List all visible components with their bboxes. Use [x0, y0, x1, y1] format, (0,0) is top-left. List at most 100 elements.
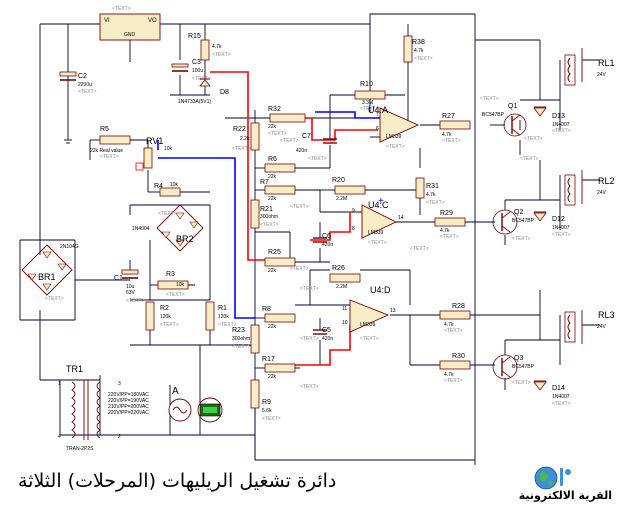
svg-text:GND: GND: [124, 32, 136, 38]
svg-text:22k: 22k: [268, 374, 277, 380]
svg-text:1N4007: 1N4007: [552, 394, 570, 400]
svg-text:R5: R5: [100, 126, 109, 133]
svg-text:<TEXT>: <TEXT>: [480, 96, 499, 102]
svg-text:13: 13: [390, 308, 396, 314]
svg-text:220V/PP=190VAC: 220V/PP=190VAC: [108, 398, 149, 404]
svg-text:R3: R3: [166, 271, 175, 278]
svg-text:U4:C: U4:C: [368, 200, 389, 210]
svg-text:<TEXT>: <TEXT>: [100, 154, 119, 160]
resistor-r32: [269, 113, 306, 123]
svg-text:Q3: Q3: [514, 355, 523, 362]
svg-text:<TEXT>: <TEXT>: [290, 204, 309, 210]
svg-text:8: 8: [352, 226, 355, 232]
potentiometer-rv1: [143, 147, 153, 169]
svg-text:<TEXT>: <TEXT>: [426, 200, 445, 206]
transistor-q2: [492, 209, 518, 235]
svg-text:2.2M: 2.2M: [336, 284, 347, 290]
svg-text:<TEXT>: <TEXT>: [442, 138, 461, 144]
resistor-r21: [250, 199, 260, 229]
svg-text:D13: D13: [552, 113, 565, 120]
svg-text:4: 4: [58, 434, 61, 440]
svg-text:R31: R31: [426, 183, 439, 190]
resistor-r27: [439, 120, 471, 130]
svg-text:D12: D12: [552, 216, 565, 223]
svg-text:BR2: BR2: [176, 234, 194, 244]
svg-text:<TEXT>: <TEXT>: [444, 328, 463, 334]
svg-text:<TEXT>: <TEXT>: [78, 89, 97, 95]
svg-text:R20: R20: [332, 177, 345, 184]
relay-rl3: [564, 311, 576, 343]
resistor-r28: [439, 310, 471, 320]
svg-text:R25: R25: [268, 249, 281, 256]
resistor-r8: [264, 313, 296, 323]
svg-text:22k: 22k: [268, 174, 277, 180]
svg-text:C1: C1: [114, 275, 123, 282]
svg-text:10k: 10k: [164, 146, 173, 152]
resistor-r31: [415, 177, 425, 199]
svg-text:210V/PP=200VAC: 210V/PP=200VAC: [108, 404, 149, 410]
svg-text:22k Real value: 22k Real value: [90, 148, 123, 154]
svg-text:11: 11: [342, 306, 347, 312]
resistor-r29: [434, 217, 466, 227]
svg-text:<TEXT>: <TEXT>: [212, 52, 231, 58]
svg-text:<TEXT>: <TEXT>: [368, 240, 387, 246]
caption-title: دائرة تشغيل الريليهات (المرحلات) الثلاثة: [18, 470, 337, 492]
svg-text:<TEXT>: <TEXT>: [262, 416, 281, 422]
resistor-r20: [334, 185, 366, 195]
zener-d8: [199, 79, 211, 87]
svg-text:R28: R28: [452, 303, 465, 310]
svg-text:R38: R38: [412, 39, 425, 46]
diode-d12: [533, 212, 547, 222]
bridge-br2: [156, 204, 204, 252]
svg-text:R9: R9: [262, 399, 271, 406]
svg-text:10u: 10u: [126, 284, 135, 290]
site-logo: القرية الالكترونية: [519, 464, 612, 504]
globe-logo-icon: [534, 466, 571, 490]
svg-text:<TEXT>: <TEXT>: [552, 401, 571, 407]
svg-text:120k: 120k: [218, 314, 229, 320]
svg-text:<TEXT>: <TEXT>: [524, 136, 543, 142]
resistor-r10: [354, 90, 386, 100]
svg-text:9: 9: [352, 208, 355, 214]
svg-text:220V/PP=180VAC: 220V/PP=180VAC: [108, 392, 149, 398]
svg-text:4.7k: 4.7k: [442, 132, 452, 138]
svg-text:<TEXT>: <TEXT>: [218, 322, 237, 328]
svg-text:R21: R21: [260, 206, 273, 213]
resistor-r3: [157, 280, 189, 290]
svg-text:R1: R1: [218, 305, 227, 312]
svg-text:R27: R27: [442, 113, 455, 120]
svg-text:14: 14: [398, 215, 404, 221]
svg-text:4.7k: 4.7k: [440, 228, 450, 234]
svg-text:LM339: LM339: [360, 322, 376, 328]
comparator-u4c: [361, 204, 398, 239]
svg-text:BC547BP: BC547BP: [482, 112, 505, 118]
svg-text:4.7k: 4.7k: [212, 44, 222, 50]
svg-text:VI: VI: [104, 18, 110, 24]
svg-text:VO: VO: [148, 18, 157, 24]
relay-rl2: [564, 174, 576, 206]
svg-text:Q1: Q1: [508, 103, 517, 110]
svg-text:1N4007: 1N4007: [552, 122, 570, 128]
svg-text:D8: D8: [220, 89, 229, 96]
svg-text:6: 6: [376, 126, 379, 132]
svg-text:22k: 22k: [268, 324, 277, 330]
transistor-q1: [503, 113, 527, 137]
comparator-u4a: [379, 107, 420, 143]
resistor-r25: [264, 257, 296, 267]
svg-text:<TEXT>: <TEXT>: [512, 236, 531, 242]
resistor-r23: [250, 324, 260, 354]
svg-text:2.2k: 2.2k: [240, 136, 250, 142]
svg-text:<TEXT>: <TEXT>: [112, 6, 131, 12]
svg-text:300ohm: 300ohm: [260, 214, 278, 220]
svg-text:C5: C5: [322, 327, 331, 334]
svg-text:TR1: TR1: [66, 364, 83, 374]
resistor-r26: [329, 273, 361, 283]
svg-text:2200u: 2200u: [78, 82, 92, 88]
resistor-r4: [159, 187, 181, 197]
svg-text:R26: R26: [332, 265, 345, 272]
resistor-r1: [205, 301, 215, 331]
svg-text:2.2M: 2.2M: [336, 196, 347, 202]
svg-text:R23: R23: [232, 327, 245, 334]
svg-text:10: 10: [342, 320, 348, 326]
svg-text:<TEXT>: <TEXT>: [414, 56, 433, 62]
